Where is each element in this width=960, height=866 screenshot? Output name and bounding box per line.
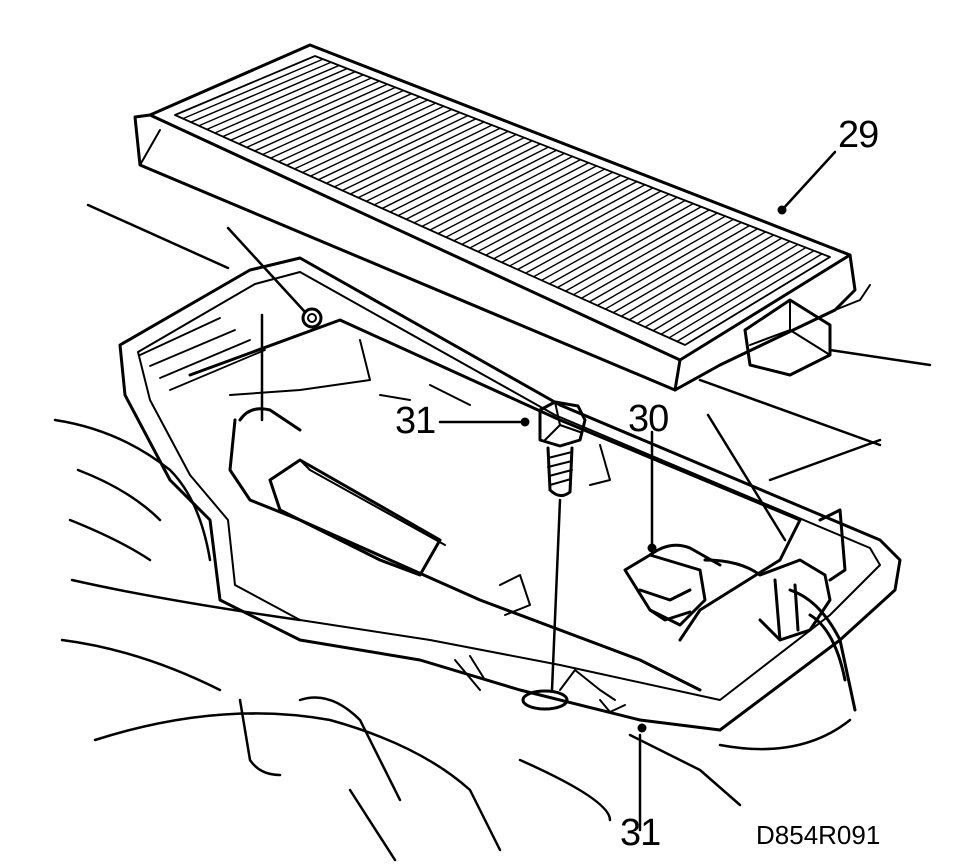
leader-lines <box>226 150 837 832</box>
pleat-line <box>301 105 445 174</box>
pleat-line <box>588 218 735 303</box>
pleat-line <box>612 228 759 314</box>
pleat-line <box>580 215 727 299</box>
callout-29-filter: 29 <box>838 114 879 156</box>
pleat-line <box>596 221 743 307</box>
callout-31-screw-top: 31 <box>395 400 436 442</box>
pleat-line <box>405 146 550 220</box>
pleat-line <box>381 136 525 210</box>
pleat-line <box>628 234 775 321</box>
pleat-line <box>477 174 622 253</box>
pleat-line <box>285 99 429 167</box>
pleat-line <box>309 108 453 177</box>
pleat-line <box>493 180 638 260</box>
pleat-line <box>389 140 533 213</box>
pleat-line <box>190 61 332 123</box>
pleat-line <box>230 77 373 141</box>
pleat-line <box>644 240 791 328</box>
pleat-line <box>222 74 364 138</box>
screw <box>538 400 587 497</box>
pleat-line <box>652 243 799 332</box>
pleat-line <box>532 196 678 278</box>
pleat-line <box>516 190 662 271</box>
pleat-line <box>261 89 405 156</box>
pleat-line <box>572 212 719 296</box>
pleat-line <box>508 187 654 267</box>
pleat-line <box>676 253 823 343</box>
filter-housing <box>118 256 902 732</box>
pleat-line <box>453 165 598 242</box>
pleat-line <box>349 124 493 195</box>
pleat-line <box>469 171 614 249</box>
pleat-line <box>437 158 582 235</box>
pleat-line <box>445 162 590 238</box>
pleat-line <box>485 177 630 256</box>
harness-clip <box>623 508 857 712</box>
pleat-line <box>293 102 437 170</box>
pleat-line <box>501 184 646 264</box>
pleat-line <box>269 92 413 159</box>
pleat-line <box>198 64 340 127</box>
drawing-code: D854R091 <box>756 820 881 850</box>
pleat-line <box>317 111 461 181</box>
pleat-line <box>540 199 686 282</box>
pleat-line <box>564 209 710 292</box>
pleat-line <box>373 133 517 206</box>
callout-30-clip: 30 <box>628 398 669 440</box>
pleat-line <box>413 149 558 224</box>
pleat-line <box>325 114 469 184</box>
pleat-line <box>277 96 421 163</box>
pleat-line <box>429 155 574 231</box>
pleat-line <box>556 206 702 289</box>
pleat-line <box>333 118 477 188</box>
pleat-line <box>636 237 783 325</box>
pleat-line <box>461 168 606 246</box>
background-body-lines <box>53 203 932 862</box>
pleat-line <box>397 143 542 217</box>
pleat-line <box>365 130 509 202</box>
filter-pleats <box>182 58 823 343</box>
pleat-line <box>206 67 348 131</box>
pleat-line <box>524 193 670 274</box>
pleat-line <box>421 152 566 228</box>
pleat-line <box>357 127 501 199</box>
callout-31-screw-bottom: 31 <box>620 812 661 854</box>
cabin-air-filter <box>133 43 871 392</box>
pleat-line <box>668 250 815 339</box>
pleat-line <box>214 71 356 134</box>
pleat-line <box>238 80 381 145</box>
pleat-line <box>548 202 694 285</box>
pleat-line <box>341 121 485 192</box>
pleat-line <box>620 231 767 317</box>
pleat-line <box>253 86 397 152</box>
leader-dots <box>520 205 787 733</box>
pleat-line <box>182 58 324 120</box>
pleat-line <box>604 224 751 310</box>
pleat-line <box>660 246 807 335</box>
pleat-line <box>246 83 389 149</box>
